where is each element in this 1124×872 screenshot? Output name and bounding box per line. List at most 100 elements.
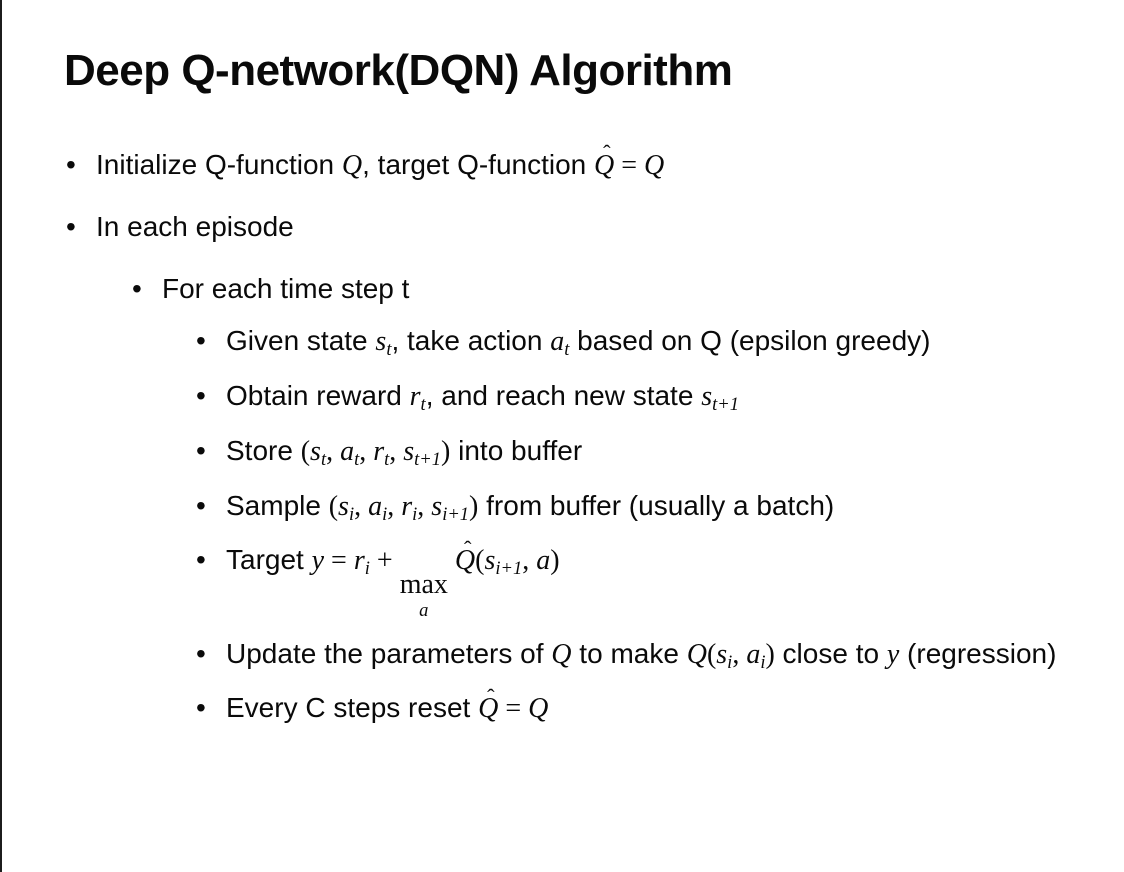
bullet-marker: • <box>196 544 206 576</box>
bullet-marker: • <box>196 379 206 411</box>
bullet-marker: • <box>132 273 142 305</box>
math-variable: s <box>716 638 728 670</box>
math-subscript: t <box>420 394 426 415</box>
math-symbol: ( <box>300 435 311 467</box>
text-segment: Obtain reward <box>226 379 410 411</box>
math-symbol: , <box>522 545 537 577</box>
math-variable: s <box>338 490 349 522</box>
text-segment: For each time step t <box>162 273 410 305</box>
text-segment: based on Q (epsilon greedy) <box>569 325 931 357</box>
math-variable: Q <box>644 149 665 181</box>
math-variable: s <box>701 380 713 412</box>
math-variable: s <box>375 326 387 358</box>
math-variable: a <box>550 326 565 358</box>
math-symbol: = <box>324 545 354 577</box>
math-symbol: , <box>389 435 404 467</box>
math-variable: Q <box>528 693 549 725</box>
slide-title: Deep Q-network(DQN) Algorithm <box>64 46 733 95</box>
math-subscript: i+1 <box>442 503 470 524</box>
math-subscript: i+1 <box>495 558 523 579</box>
max-label: max <box>399 569 448 601</box>
bullet-text: Given state st, take action at based on … <box>226 323 930 362</box>
bullet-item: • For each time step t <box>64 271 1096 307</box>
bullet-marker: • <box>196 325 206 357</box>
math-subscript: t+1 <box>712 394 739 415</box>
math-symbol: ) <box>469 490 479 522</box>
bullet-item: • Update the parameters of Q to make Q(si… <box>64 636 1096 675</box>
math-variable: Q <box>686 638 707 670</box>
bullet-marker: • <box>196 489 206 521</box>
math-variable: y <box>311 545 325 577</box>
math-variable: a <box>536 545 551 577</box>
bullet-text: Sample (si, ai, ri, si+1) from buffer (u… <box>226 488 834 527</box>
bullet-marker: • <box>196 692 206 724</box>
math-symbol: , <box>326 435 341 467</box>
text-segment: close to <box>774 637 887 669</box>
math-symbol: ( <box>328 490 339 522</box>
bullet-item: •Sample (si, ai, ri, si+1) from buffer (… <box>64 488 1096 527</box>
text-segment: , and reach new state <box>425 379 702 411</box>
math-variable: y <box>886 638 900 670</box>
text-segment: from buffer (usually a batch) <box>478 489 835 521</box>
bullet-text: For each time step t <box>162 271 409 307</box>
bullet-marker: • <box>196 637 206 669</box>
math-subscript: t <box>564 339 570 360</box>
text-segment: Initialize Q-function <box>96 148 342 180</box>
math-subscript: i <box>760 651 766 672</box>
text-segment: , target Q-function <box>362 148 595 180</box>
math-symbol: , <box>417 490 432 522</box>
math-variable: r <box>401 490 413 522</box>
bullet-text: Update the parameters of Q to make Q(si,… <box>226 636 1056 675</box>
hat-base: Q <box>454 545 476 577</box>
bullet-marker: • <box>66 148 76 180</box>
bullet-item: •Store (st, at, rt, st+1) into buffer <box>64 433 1096 472</box>
math-symbol: ) <box>441 435 451 467</box>
text-segment: into buffer <box>450 434 583 466</box>
math-subscript: i <box>382 503 388 524</box>
math-symbol: ) <box>550 545 560 577</box>
bullet-list: •Initialize Q-function Q, target Q-funct… <box>64 140 1096 728</box>
bullet-text: Obtain reward rt, and reach new state st… <box>226 378 739 417</box>
math-variable: Q <box>341 149 363 181</box>
math-subscript: i <box>348 503 355 524</box>
math-subscript: t <box>386 339 392 360</box>
text-segment: Every C steps reset <box>226 692 479 724</box>
math-symbol: ( <box>475 545 485 577</box>
bullet-marker: • <box>196 434 206 466</box>
hat-accent: ˆ <box>487 683 495 709</box>
math-symbol: = <box>498 693 529 725</box>
bullet-text: In each episode <box>96 209 294 245</box>
text-segment: In each episode <box>96 211 294 243</box>
math-variable: r <box>353 545 365 577</box>
math-symbol: = <box>614 149 645 181</box>
text-segment: Sample <box>226 489 329 521</box>
bullet-marker: • <box>66 211 76 243</box>
bullet-item: •Initialize Q-function Q, target Q-funct… <box>64 140 1096 184</box>
math-symbol: + <box>369 545 400 577</box>
hat-base: Q <box>594 149 615 181</box>
bullet-text: Initialize Q-function Q, target Q-functi… <box>96 140 665 184</box>
math-subscript: i <box>727 651 733 672</box>
math-subscript: t <box>354 448 360 469</box>
math-variable: Q <box>551 638 572 670</box>
math-symbol <box>448 545 455 576</box>
math-symbol: ( <box>706 638 717 670</box>
hat-accent: ˆ <box>603 140 611 166</box>
math-variable: r <box>373 435 385 467</box>
math-symbol: , <box>354 490 369 522</box>
math-variable: r <box>409 380 421 412</box>
math-symbol: , <box>387 490 402 522</box>
text-segment: to make <box>571 637 687 669</box>
math-subscript: i <box>364 558 370 579</box>
text-segment: Given state <box>226 325 376 357</box>
slide-left-border <box>0 0 2 872</box>
